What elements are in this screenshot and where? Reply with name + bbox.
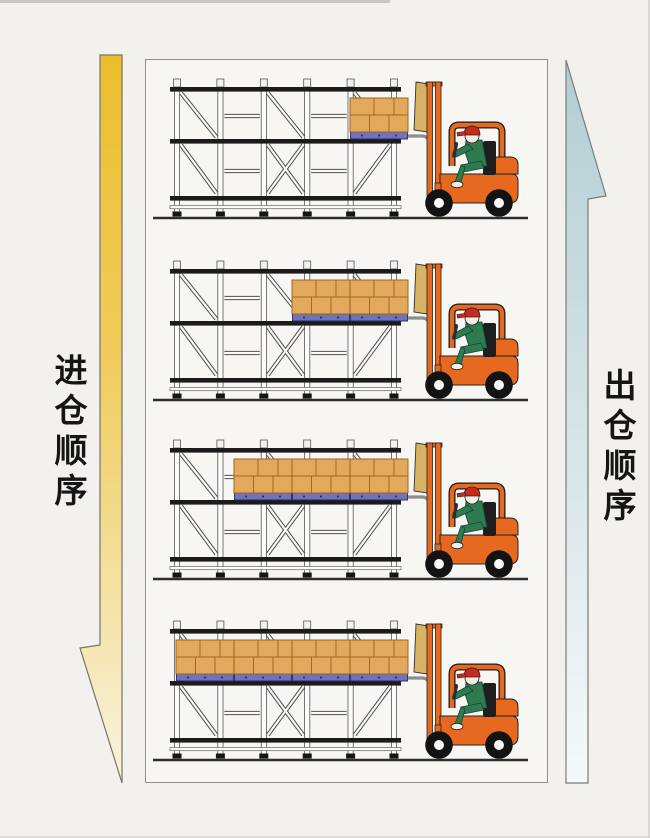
scene-row-1 [153, 40, 528, 222]
scene-row-2 [153, 222, 528, 404]
scan-edge-bottom [0, 836, 650, 838]
pallet-stack [233, 458, 293, 501]
pallet-stack [349, 639, 409, 682]
scan-edge-top [0, 0, 390, 3]
outbound-arrow [565, 59, 607, 784]
forklift [408, 624, 518, 759]
pallet-row [175, 639, 409, 682]
outbound-label: 出仓顺序 [598, 368, 637, 528]
pallet-stack [349, 97, 409, 140]
pallet-stack [291, 279, 351, 322]
pallet-stack [349, 279, 409, 322]
forklift [408, 443, 518, 578]
forklift [408, 82, 518, 217]
forklift [408, 264, 518, 399]
pallet-stack [291, 458, 351, 501]
pallet-row [233, 458, 409, 501]
pallet-stack [233, 639, 293, 682]
pallet-row [349, 97, 409, 140]
inbound-label: 进仓顺序 [49, 353, 88, 513]
pallet-stack [291, 639, 351, 682]
scene-row-3 [153, 401, 528, 583]
scene-row-4 [153, 582, 528, 764]
inbound-arrow [79, 54, 123, 784]
pallet-stack [349, 458, 409, 501]
scan-edge-right [648, 0, 650, 838]
pallet-stack [175, 639, 235, 682]
